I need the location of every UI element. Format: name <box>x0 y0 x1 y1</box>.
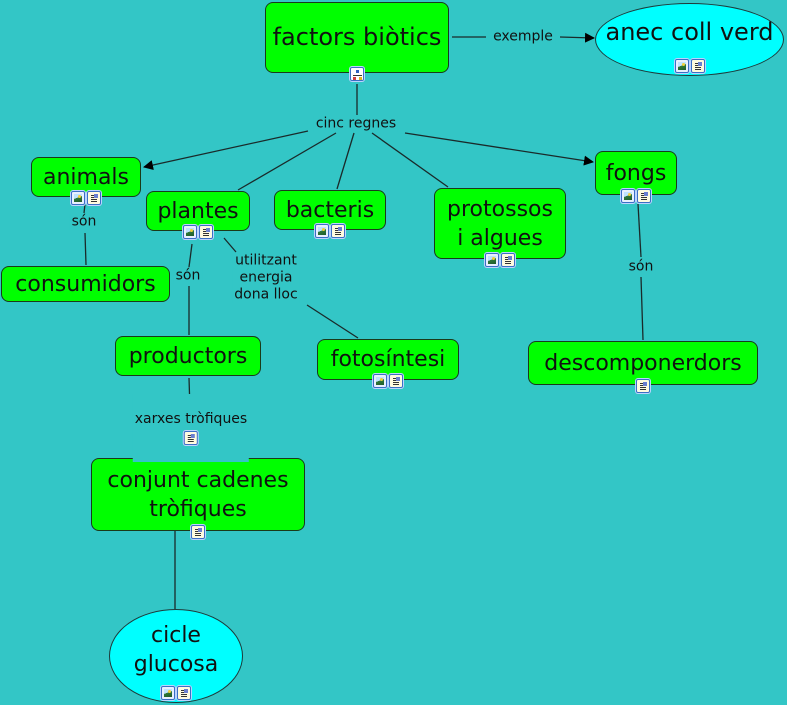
link-phrase-exemple[interactable]: exemple <box>491 28 555 46</box>
concept-fongs[interactable]: fongs <box>595 151 677 203</box>
concept-label: productors <box>128 343 248 369</box>
concept-conjunt-cadenes-trofiques[interactable]: conjunt cadenes tròfiques <box>91 458 305 539</box>
map-icon[interactable] <box>350 67 364 81</box>
image-icon[interactable] <box>674 59 689 73</box>
connection-utilitzant-fotosintesi <box>306 304 359 339</box>
connection-cinc-plantes <box>237 132 337 191</box>
concept-consumidors[interactable]: consumidors <box>1 266 170 302</box>
concept-fotosintesi[interactable]: fotosíntesi <box>317 339 459 388</box>
connection-exemple-anec <box>559 32 595 43</box>
connection-cinc-protossos <box>371 132 449 188</box>
image-icon[interactable] <box>71 191 85 205</box>
document-icon[interactable] <box>690 59 705 73</box>
concept-label: descomponerdors <box>544 350 742 376</box>
link-phrase-cinc-regnes[interactable]: cinc regnes <box>313 115 399 133</box>
concept-label: protossos i algues <box>447 196 553 251</box>
document-icon[interactable] <box>183 431 198 445</box>
link-label: xarxes tròfiques <box>134 411 248 427</box>
link-label: són <box>628 258 654 275</box>
document-icon[interactable] <box>199 225 213 239</box>
concept-label: cicle glucosa <box>133 623 219 677</box>
connection-cinc-bacteris <box>336 132 355 190</box>
connection-son_fongs-descomponerdors <box>640 276 644 341</box>
concept-label: fotosíntesi <box>330 347 446 372</box>
link-phrase-son-fongs[interactable]: són <box>626 258 656 276</box>
connection-cinc-fongs <box>404 132 594 166</box>
document-icon[interactable] <box>637 189 651 203</box>
link-phrase-son-animals[interactable]: són <box>69 213 99 231</box>
link-phrase-utilitzant-energia[interactable]: utilitzant energia dona lloc <box>232 252 300 304</box>
link-label: utilitzant energia dona lloc <box>234 252 298 303</box>
image-icon[interactable] <box>183 225 197 239</box>
connection-plantes-utilitzant <box>223 237 237 253</box>
image-icon[interactable] <box>621 189 635 203</box>
concept-anec-coll-verd[interactable]: anec coll verd <box>595 3 784 76</box>
connection-fongs-son_fongs <box>637 203 642 258</box>
link-label: exemple <box>493 28 553 45</box>
concept-animals[interactable]: animals <box>31 157 141 205</box>
concept-descomponerdors[interactable]: descomponerdors <box>528 341 758 393</box>
document-icon[interactable] <box>636 379 650 393</box>
concept-label: animals <box>42 164 130 190</box>
link-label: cinc regnes <box>315 115 397 132</box>
link-phrase-son-plantes[interactable]: són <box>173 267 203 285</box>
concept-productors[interactable]: productors <box>115 336 261 376</box>
concept-cicle-glucosa[interactable]: cicle glucosa <box>109 609 243 703</box>
link-label: són <box>175 267 201 284</box>
concept-label: consumidors <box>15 271 156 297</box>
document-icon[interactable] <box>177 686 191 700</box>
connection-animals-son_animals <box>83 203 86 214</box>
image-icon[interactable] <box>161 686 175 700</box>
document-icon[interactable] <box>87 191 101 205</box>
concept-protossos-i-algues[interactable]: protossos i algues <box>434 188 566 267</box>
link-phrase-xarxes-trofiques[interactable]: xarxes tròfiques <box>132 394 250 462</box>
image-icon[interactable] <box>315 224 329 238</box>
connection-plantes-son_plantes <box>188 243 193 268</box>
concept-label: conjunt cadenes tròfiques <box>107 467 289 522</box>
image-icon[interactable] <box>485 253 499 267</box>
concept-plantes[interactable]: plantes <box>146 191 250 239</box>
image-icon[interactable] <box>373 374 387 388</box>
concept-bacteris[interactable]: bacteris <box>274 190 386 238</box>
concept-label: plantes <box>157 198 239 224</box>
link-label: són <box>71 213 97 230</box>
document-icon[interactable] <box>501 253 515 267</box>
document-icon[interactable] <box>191 525 205 539</box>
document-icon[interactable] <box>331 224 345 238</box>
document-icon[interactable] <box>389 374 403 388</box>
concept-factors-biotics[interactable]: factors biòtics <box>265 2 449 81</box>
concept-label: anec coll verd <box>605 18 774 46</box>
concept-label: bacteris <box>285 197 375 223</box>
concept-label: fongs <box>605 160 667 186</box>
concept-label: factors biòtics <box>272 23 442 51</box>
connection-cinc-animals <box>143 130 309 170</box>
connection-son_animals-consumidors <box>84 232 87 266</box>
